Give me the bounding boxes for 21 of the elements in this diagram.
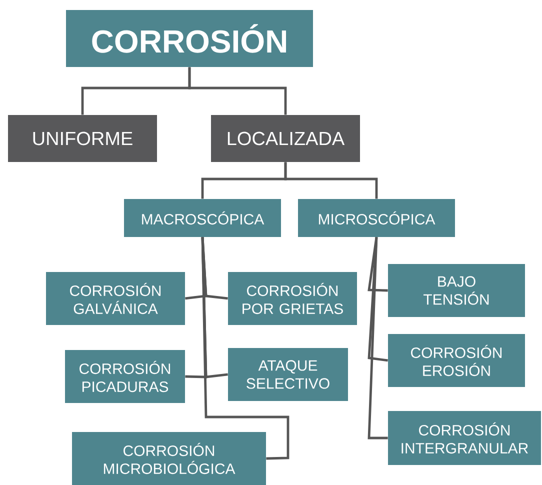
type-box: CORROSIÓN POR GRIETAS — [228, 272, 357, 325]
category-box: LOCALIZADA — [211, 115, 360, 162]
type-box: ATAQUE SELECTIVO — [228, 348, 348, 401]
subcategory-box: MICROSCÓPICA — [298, 199, 455, 237]
type-box: CORROSIÓN EROSIÓN — [388, 334, 525, 387]
connector-line — [201, 237, 228, 300]
connector-line — [368, 237, 388, 440]
type-box: CORROSIÓN PICADURAS — [65, 350, 185, 403]
connector-line — [188, 67, 287, 115]
type-box: CORROSIÓN GALVÁNICA — [46, 272, 185, 325]
connector-line — [201, 237, 228, 378]
connector-line — [368, 237, 388, 362]
connector-line — [284, 162, 378, 199]
connector-line — [368, 237, 388, 292]
type-box: CORROSIÓN INTERGRANULAR — [388, 411, 541, 465]
type-box: BAJO TENSIÓN — [388, 264, 525, 317]
subcategory-box: MACROSCÓPICA — [124, 199, 281, 237]
connector-line — [201, 237, 290, 460]
category-box: UNIFORME — [8, 115, 157, 162]
title-box: CORROSIÓN — [66, 10, 313, 67]
type-box: CORROSIÓN MICROBIOLÓGICA — [72, 432, 266, 485]
